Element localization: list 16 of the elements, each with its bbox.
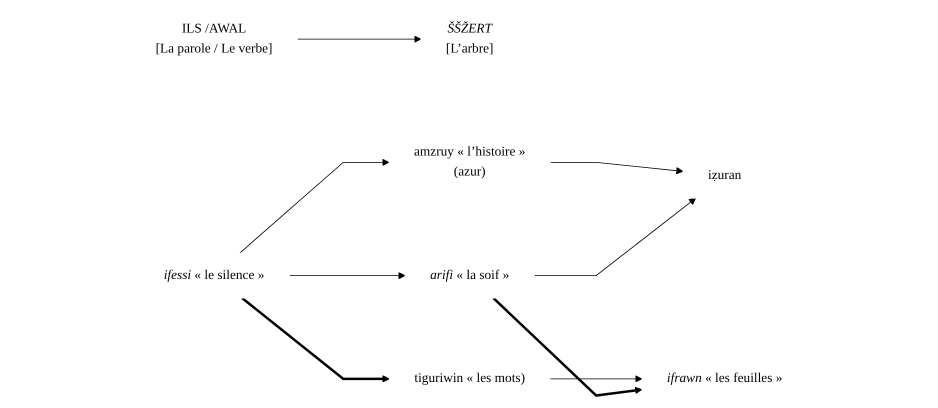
node-text: ifrawn « les feuilles »	[666, 371, 782, 386]
arrow	[550, 162, 684, 174]
node-text: arifi « la soif »	[430, 268, 510, 282]
arrow	[550, 375, 642, 383]
arrow	[534, 198, 696, 276]
arrow	[239, 158, 390, 254]
node-text: ifessi « le silence »	[164, 268, 264, 282]
node-text: tiguriwin « les mots)	[414, 371, 526, 386]
node-text: iẓuran	[708, 168, 742, 182]
arrow	[492, 297, 642, 397]
arrow	[297, 35, 422, 43]
node-text: amzruy « l’histoire » (azur)	[414, 144, 526, 180]
arrow	[288, 272, 406, 280]
arrow	[241, 297, 390, 383]
node-text: ILS /AWAL [La parole / Le verbe]	[156, 22, 272, 56]
node-text: ŠŠŽERT [L’arbre]	[446, 22, 494, 56]
